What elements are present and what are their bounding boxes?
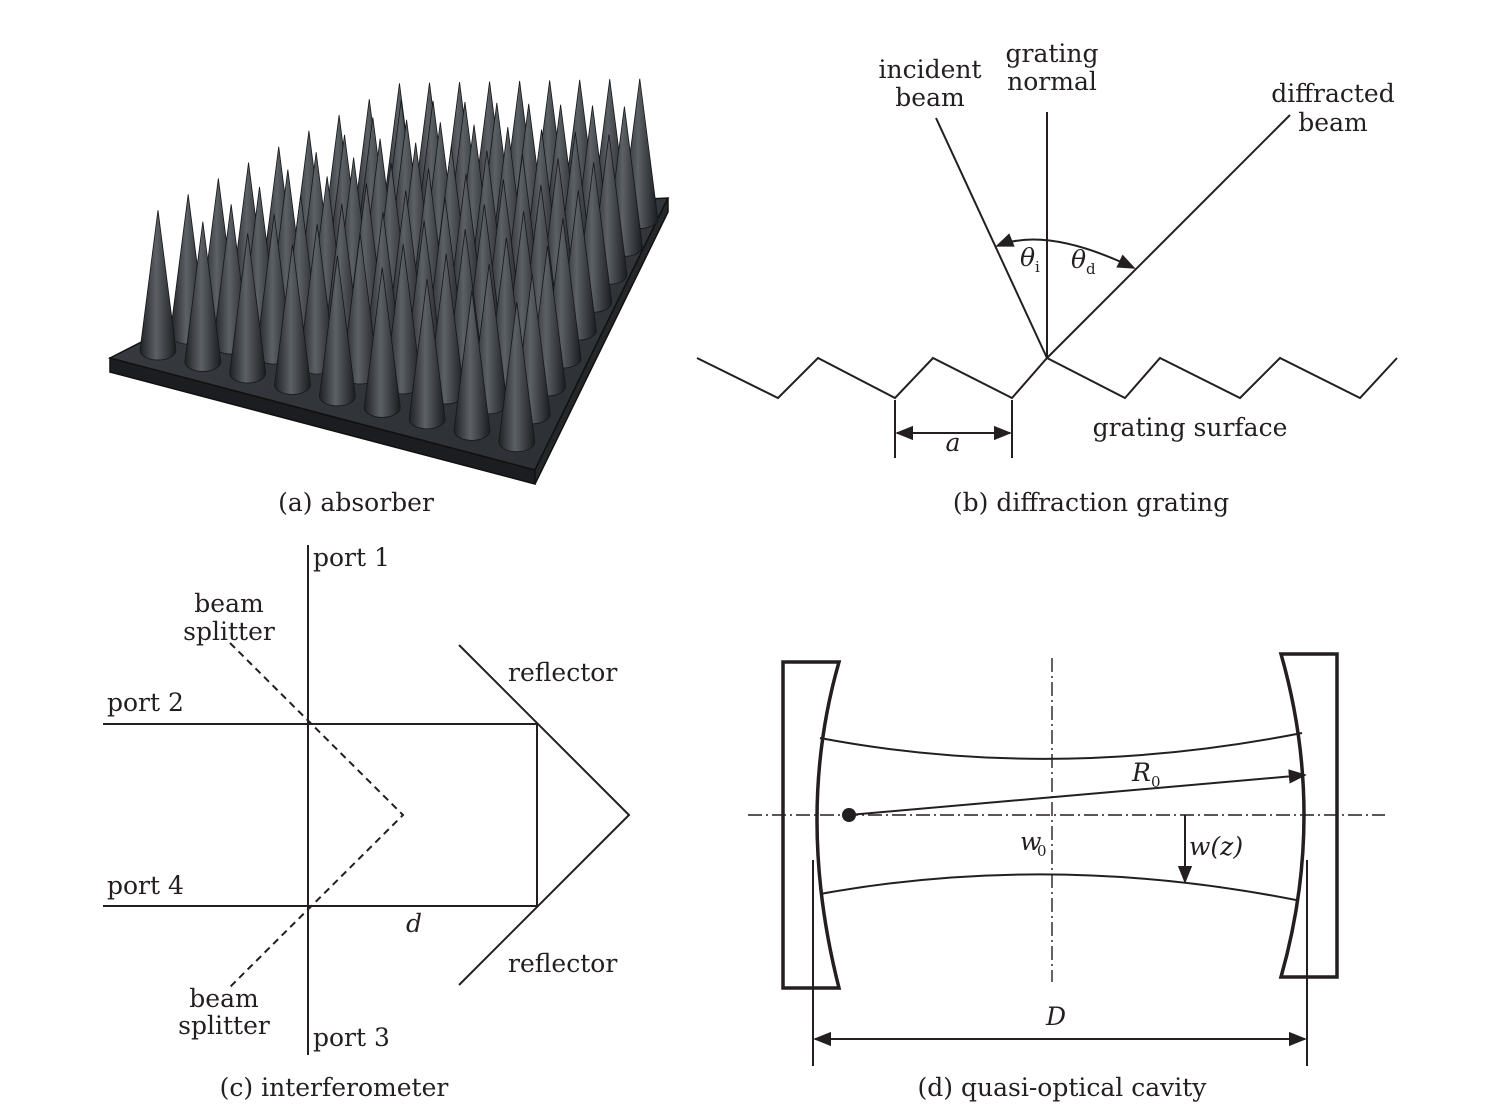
splitter-bottom-label-1: beam <box>189 984 259 1013</box>
beam-radius-label: w(z) <box>1189 832 1243 861</box>
diffracted-label-2: beam <box>1298 108 1368 137</box>
caption-b: (b) diffraction grating <box>953 488 1229 517</box>
radius-subscript: 0 <box>1151 773 1161 791</box>
diffracted-beam-line <box>1046 114 1291 359</box>
radius-arrow <box>848 769 1307 816</box>
beam-envelope-top <box>819 732 1303 760</box>
splitter-top-label-2: splitter <box>183 617 275 646</box>
absorber-cone <box>408 278 446 430</box>
port3-label: port 3 <box>313 1023 390 1052</box>
incident-label-1: incident <box>878 55 981 84</box>
absorber-cone <box>363 267 401 418</box>
panel-b-grating: incident beam grating normal diffracted … <box>696 39 1398 517</box>
absorber-cone <box>229 233 267 384</box>
absorber-cone <box>139 210 177 361</box>
caption-a: (a) absorber <box>278 488 434 517</box>
theta-i-label: θ <box>1020 243 1035 272</box>
caption-c: (c) interferometer <box>220 1073 449 1102</box>
normal-label-1: grating <box>1005 39 1098 68</box>
normal-label-2: normal <box>1007 67 1097 96</box>
reflector-top-label: reflector <box>508 658 617 687</box>
theta-i-subscript: i <box>1035 258 1040 276</box>
diffracted-label-1: diffracted <box>1271 79 1394 108</box>
theta-d-subscript: d <box>1086 260 1096 278</box>
reflector-bottom-label: reflector <box>508 949 617 978</box>
right-mirror <box>1278 652 1339 979</box>
roof-reflector <box>458 644 631 986</box>
period-label: a <box>946 428 961 457</box>
absorber-cone <box>274 244 311 395</box>
absorber-cone <box>453 290 491 441</box>
beam-envelope-bottom <box>819 873 1297 901</box>
distance-label: d <box>406 909 422 938</box>
incident-label-2: beam <box>895 83 965 112</box>
port4-label: port 4 <box>107 871 184 900</box>
port2-label: port 2 <box>107 688 184 717</box>
spacing-label: D <box>1045 1002 1066 1031</box>
absorber-base-side <box>534 197 669 485</box>
left-mirror <box>781 660 842 990</box>
absorber-cone <box>184 221 222 372</box>
incident-beam-line <box>935 117 1048 359</box>
caption-d: (d) quasi-optical cavity <box>918 1073 1208 1102</box>
angle-arc <box>995 233 1136 269</box>
radius-label: R <box>1131 758 1151 787</box>
panel-c-interferometer: port 1 port 2 port 3 port 4 beam splitte… <box>103 543 631 1102</box>
absorber-cone <box>318 256 356 407</box>
theta-d-label: θ <box>1071 245 1086 274</box>
grating-surface-label: grating surface <box>1093 413 1288 442</box>
splitter-top-label-1: beam <box>194 589 264 618</box>
splitter-bottom-label-2: splitter <box>178 1011 270 1040</box>
panel-a-absorber: (a) absorber <box>107 78 670 517</box>
absorber-cone <box>498 301 536 453</box>
grating-surface <box>696 356 1398 400</box>
absorber-cones <box>139 78 659 453</box>
port1-label: port 1 <box>313 543 390 572</box>
panel-d-cavity: R 0 w 0 w(z) D (d) quasi-optical cavity <box>748 652 1385 1102</box>
waist-subscript: 0 <box>1037 842 1047 860</box>
beam-splitter <box>229 642 405 988</box>
waist-label: w <box>1020 827 1041 856</box>
